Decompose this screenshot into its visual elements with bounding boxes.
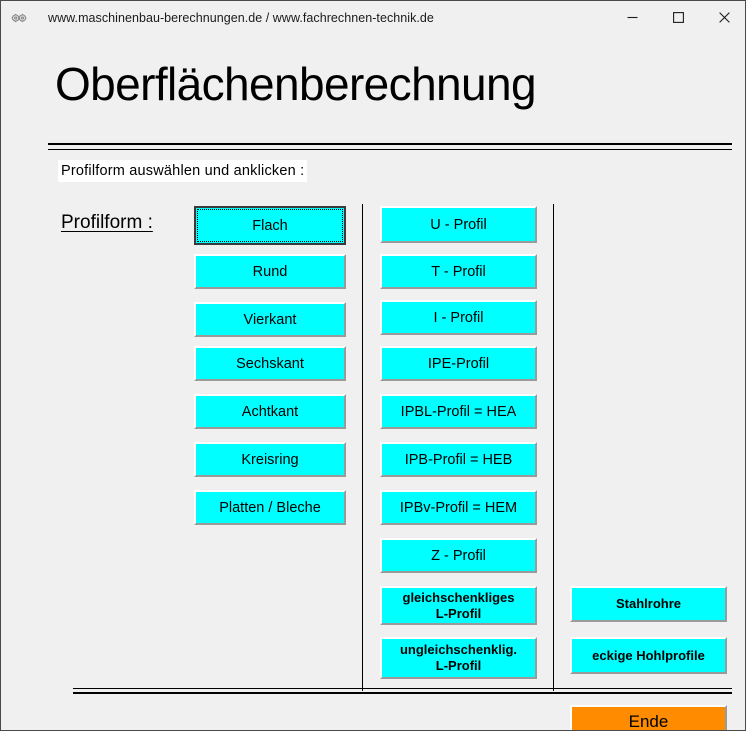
window-title: www.maschinenbau-berechnungen.de / www.f… xyxy=(48,10,434,25)
close-icon[interactable] xyxy=(701,1,745,34)
title-rule-top xyxy=(48,143,732,145)
minimize-icon[interactable] xyxy=(609,1,655,34)
footer-rule-top xyxy=(73,688,732,689)
button-ungleichschenklig-l-profil[interactable]: ungleichschenklig. L-Profil xyxy=(380,637,537,679)
gears-icon xyxy=(10,9,28,27)
end-button[interactable]: Ende xyxy=(570,705,727,730)
button-t-profil[interactable]: T - Profil xyxy=(380,254,537,289)
button-gleichschenkliges-l-profil[interactable]: gleichschenkliges L-Profil xyxy=(380,586,537,625)
footer-rule-bottom xyxy=(73,692,732,694)
client-area: Oberflächenberechnung Profilform auswähl… xyxy=(1,34,745,730)
button-i-profil[interactable]: I - Profil xyxy=(380,300,537,335)
button-flach[interactable]: Flach xyxy=(194,206,346,245)
button-ipbl-profil-hea[interactable]: IPBL-Profil = HEA xyxy=(380,394,537,429)
button-ipb-profil-heb[interactable]: IPB-Profil = HEB xyxy=(380,442,537,477)
button-rund[interactable]: Rund xyxy=(194,254,346,289)
button-sechskant[interactable]: Sechskant xyxy=(194,346,346,381)
button-z-profil[interactable]: Z - Profil xyxy=(380,538,537,573)
page-title: Oberflächenberechnung xyxy=(55,58,537,110)
button-platten-bleche[interactable]: Platten / Bleche xyxy=(194,490,346,525)
button-ipbv-profil-hem[interactable]: IPBv-Profil = HEM xyxy=(380,490,537,525)
button-flach-label: Flach xyxy=(197,209,343,242)
title-bar: www.maschinenbau-berechnungen.de / www.f… xyxy=(1,1,745,35)
title-rule-bottom xyxy=(48,149,732,150)
button-kreisring[interactable]: Kreisring xyxy=(194,442,346,477)
column-divider-2 xyxy=(553,204,554,691)
window-controls xyxy=(609,1,745,34)
profilform-label: Profilform : xyxy=(61,212,153,233)
button-vierkant[interactable]: Vierkant xyxy=(194,302,346,337)
button-eckige-hohlprofile[interactable]: eckige Hohlprofile xyxy=(570,637,727,674)
button-achtkant[interactable]: Achtkant xyxy=(194,394,346,429)
column-divider-1 xyxy=(362,204,363,691)
button-stahlrohre[interactable]: Stahlrohre xyxy=(570,586,727,622)
button-ipe-profil[interactable]: IPE-Profil xyxy=(380,346,537,381)
instruction-banner: Profilform auswählen und anklicken : xyxy=(58,160,308,182)
button-u-profil[interactable]: U - Profil xyxy=(380,206,537,243)
maximize-icon[interactable] xyxy=(655,1,701,34)
